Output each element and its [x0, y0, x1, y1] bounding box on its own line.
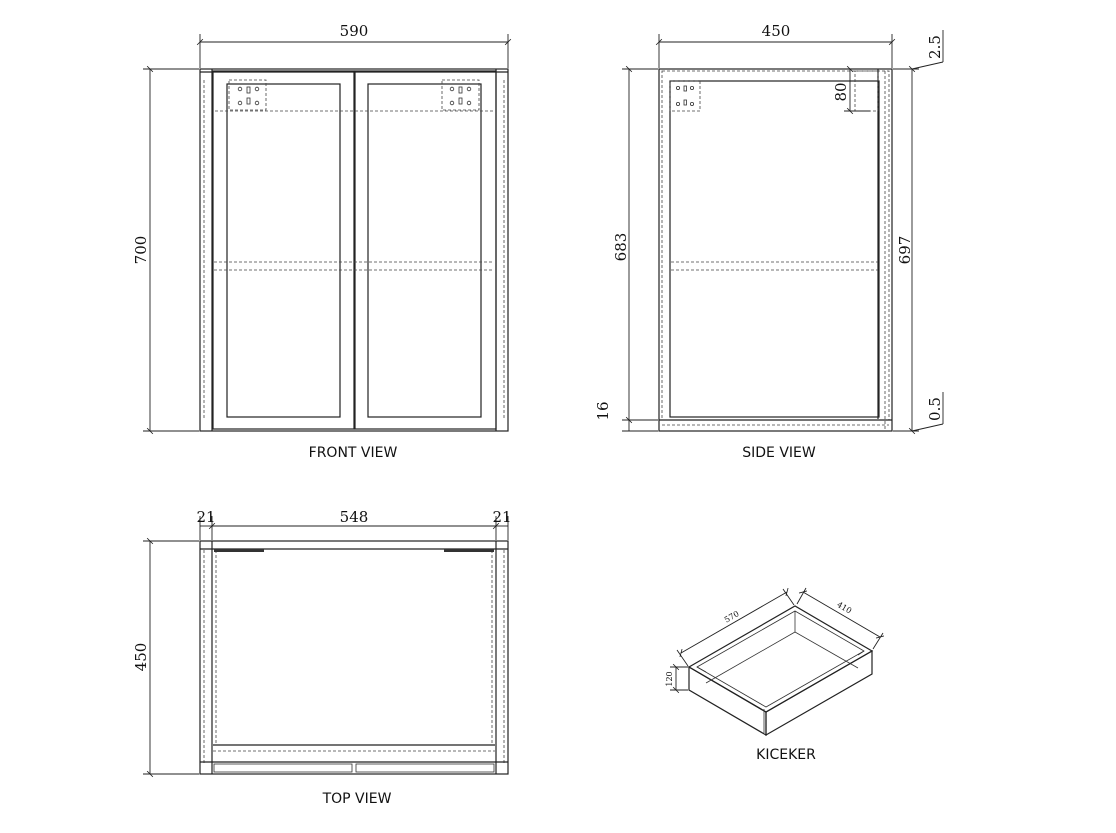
side-outer-height-dim: 697: [896, 236, 914, 265]
side-view-label: SIDE VIEW: [742, 445, 816, 461]
front-view-label: FRONT VIEW: [309, 445, 398, 461]
hinge-holes-left: [237, 86, 260, 106]
side-top-gap-dim: 2.5: [926, 35, 944, 59]
top-view: 548 21 21 450 TOP VIEW: [132, 508, 512, 807]
side-inner-height-dim: 683: [612, 233, 630, 262]
hinge-holes-right: [449, 86, 472, 106]
side-hinge-plate: [669, 80, 701, 112]
top-inner-width-dim: 548: [340, 508, 369, 526]
left-door: [212, 70, 355, 430]
front-width-dim: 590: [340, 22, 369, 40]
front-view: 590 700 FRONT VIEW: [132, 22, 512, 461]
drawer-width-dim: 410: [835, 600, 853, 615]
drawer-height-dim: 120: [665, 671, 674, 686]
hinge-plate-left: [228, 79, 267, 111]
drawer-length-dim: 570: [723, 609, 741, 624]
hinge-plate-right: [441, 79, 480, 111]
side-kick-dim: 16: [594, 401, 612, 420]
drawer-iso-view: 570 410 120 KICEKER: [665, 587, 885, 763]
right-door: [354, 70, 497, 430]
side-depth-dim: 450: [762, 22, 791, 40]
top-depth-dim: 450: [132, 643, 150, 672]
drawer-view-label: KICEKER: [756, 747, 816, 763]
front-height-dim: 700: [132, 236, 150, 265]
side-view: 450 683 16 697 2.5 0.5 80 SIDE VIEW: [594, 22, 944, 461]
side-bottom-gap-dim: 0.5: [926, 397, 944, 421]
top-right-panel-dim: 21: [492, 508, 511, 526]
top-view-label: TOP VIEW: [322, 791, 392, 807]
top-left-panel-dim: 21: [196, 508, 215, 526]
side-hinge-dim: 80: [832, 82, 850, 101]
